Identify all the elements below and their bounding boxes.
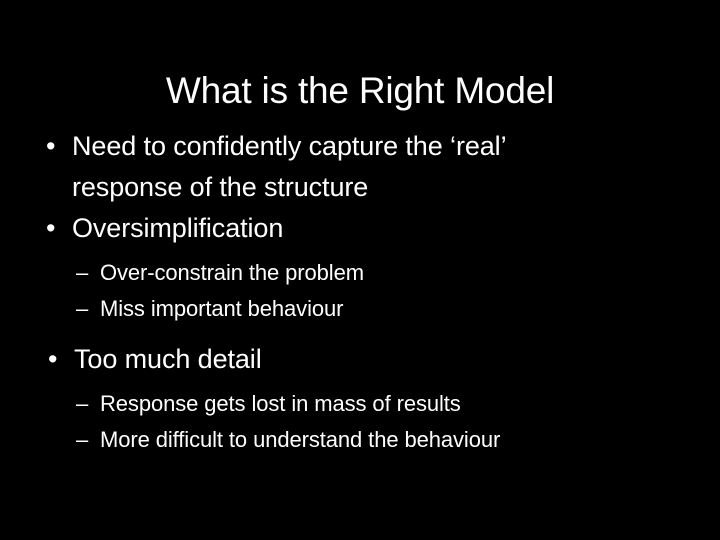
bullet-dot-icon: • [48,344,58,374]
bullet-dash-icon: – [76,296,89,321]
bullet-item-oversimplification: • Oversimplification [0,208,720,249]
bullet-item-too-much-detail: • Too much detail [0,339,720,380]
bullet-text: Too much detail [74,344,262,374]
bullet-dot-icon: • [46,131,56,161]
sub-bullet-item-over-constrain-the-problem: – Over-constrain the problem [0,255,720,291]
slide-title: What is the Right Model [165,69,555,111]
sub-bullet-item-response-gets-lost: – Response gets lost in mass of results [0,386,720,422]
bullet-item-need-to-confidently-capture: • Need to confidently capture the ‘real’… [0,126,720,208]
bullet-dot-icon: • [46,213,56,243]
sub-bullet-text: Response gets lost in mass of results [100,391,461,416]
sub-bullet-item-miss-important-behaviour: – Miss important behaviour [0,291,720,327]
sub-bullet-text: Over-constrain the problem [100,260,364,285]
bullet-dash-icon: – [76,391,89,416]
bullet-text: Oversimplification [72,213,284,243]
bullet-text: Need to confidently capture the ‘real’ r… [72,131,506,202]
sub-bullet-text: Miss important behaviour [100,296,344,321]
sub-bullet-text: More difficult to understand the behavio… [100,427,501,452]
sub-bullet-item-more-difficult-to-understand: – More difficult to understand the behav… [0,422,720,458]
slide-body-content: • Need to confidently capture the ‘real’… [0,126,720,458]
bullet-dash-icon: – [76,427,89,452]
bullet-dash-icon: – [76,260,89,285]
